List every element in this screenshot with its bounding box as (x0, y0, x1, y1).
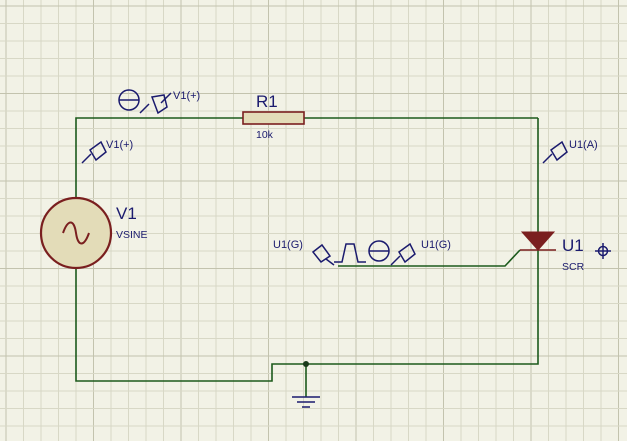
ground-icon[interactable] (292, 396, 320, 408)
sine-source-icon[interactable] (39, 196, 113, 270)
signal-generator-icon[interactable] (118, 89, 140, 111)
resistor-value-label: 10k (256, 129, 274, 141)
probe-anode-label: U1(A) (569, 139, 598, 151)
junction-dot (303, 361, 309, 367)
resistor-icon[interactable] (242, 111, 305, 125)
source-type-label: VSINE (116, 229, 148, 241)
wires (75, 117, 539, 397)
voltage-probe-left[interactable]: V1(+) (81, 139, 133, 164)
probe-left-label: V1(+) (106, 139, 133, 151)
wire-gate (338, 249, 521, 267)
scr-type-label: SCR (562, 261, 585, 273)
voltage-probe-top[interactable]: V1(+) (139, 90, 200, 115)
pulse-generator-icon[interactable] (334, 240, 390, 263)
wire-top-left (75, 117, 243, 198)
scr-thyristor-icon[interactable] (520, 231, 556, 251)
wire-cathode-return (75, 250, 539, 382)
probe-gate-left-label: U1(G) (273, 239, 303, 251)
scr-name-label: U1 (562, 236, 584, 255)
probe-top-label: V1(+) (173, 90, 200, 102)
probe-gate-right-label: U1(G) (421, 239, 451, 251)
voltage-probe-anode[interactable]: U1(A) (542, 139, 598, 164)
source-name-label: V1 (116, 204, 137, 223)
voltage-probe-gate-right[interactable]: U1(G) (390, 239, 451, 266)
origin-marker-icon (595, 243, 611, 259)
resistor-name-label: R1 (256, 92, 278, 111)
voltage-probe-gate-left[interactable]: U1(G) (273, 239, 335, 266)
